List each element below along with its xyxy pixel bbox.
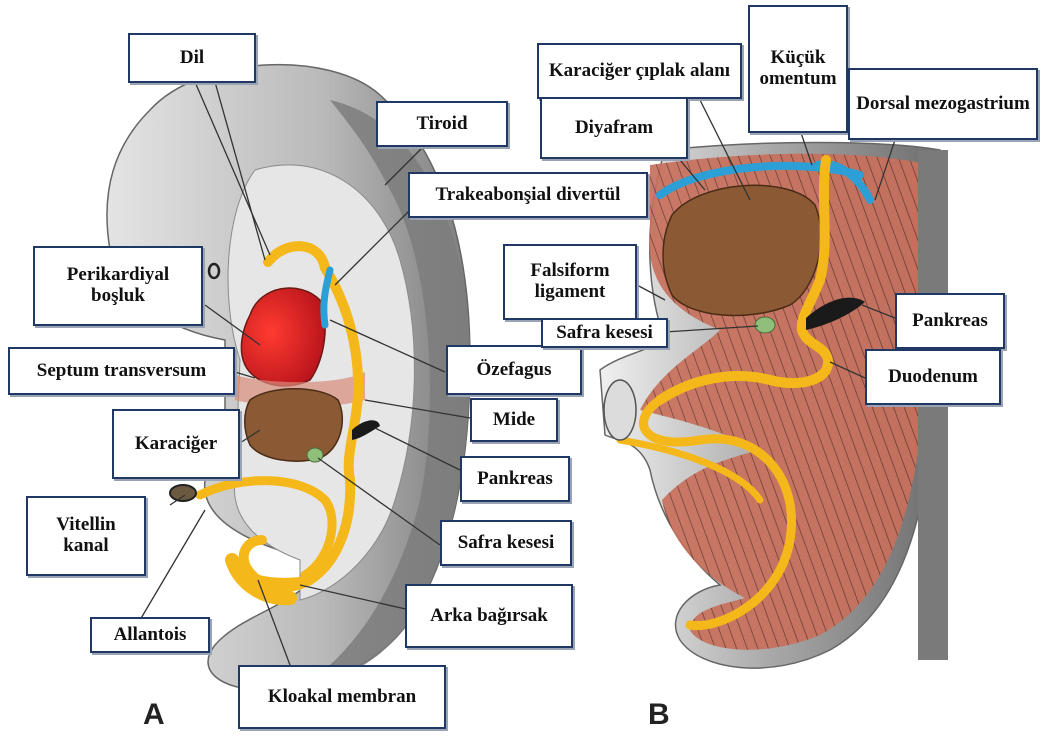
panel-letter-b: B (648, 698, 670, 732)
liver-b-shape (663, 185, 821, 315)
label-ozefagus: Özefagus (446, 345, 582, 395)
label-safra-kesesi-a: Safra kesesi (440, 520, 572, 566)
gallbladder-b-shape (755, 317, 775, 333)
leader-line (140, 510, 205, 620)
label-vitellin-kanal: Vitellin kanal (26, 496, 146, 576)
panel-letter-a: A (143, 698, 165, 732)
label-pankreas-b: Pankreas (895, 293, 1005, 349)
label-kucuk-omentum: Küçük omentum (748, 5, 848, 133)
embryo-b (600, 143, 948, 669)
label-diyafram: Diyafram (540, 97, 688, 159)
label-dil: Dil (128, 33, 256, 83)
label-karaciger-ciplak-alani: Karaciğer çıplak alanı (537, 43, 742, 99)
label-tiroid: Tiroid (376, 101, 508, 147)
label-duodenum: Duodenum (865, 349, 1001, 405)
label-arka-bagirsak: Arka bağırsak (405, 584, 573, 648)
label-perikardiyal-bosluk: Perikardiyal boşluk (33, 246, 203, 326)
label-karaciger-a: Karaciğer (112, 409, 240, 479)
liver-a-shape (245, 389, 343, 461)
tube-opening-b (604, 380, 636, 440)
label-kloakal-membran: Kloakal membran (238, 665, 446, 729)
label-septum-transversum: Septum transversum (8, 347, 235, 395)
dorsal-wall-b (918, 150, 948, 660)
label-dorsal-mezogastrium: Dorsal mezogastrium (848, 68, 1038, 140)
label-falsiform-ligament: Falsiform ligament (503, 244, 637, 320)
label-safra-kesesi-b: Safra kesesi (541, 318, 668, 348)
label-mide: Mide (470, 398, 558, 442)
label-pankreas-a: Pankreas (460, 456, 570, 502)
label-allantois: Allantois (90, 617, 210, 653)
label-trakeabonsial-divertul: Trakeabonşial divertül (408, 172, 648, 218)
vitelline-duct-shape (170, 485, 196, 501)
